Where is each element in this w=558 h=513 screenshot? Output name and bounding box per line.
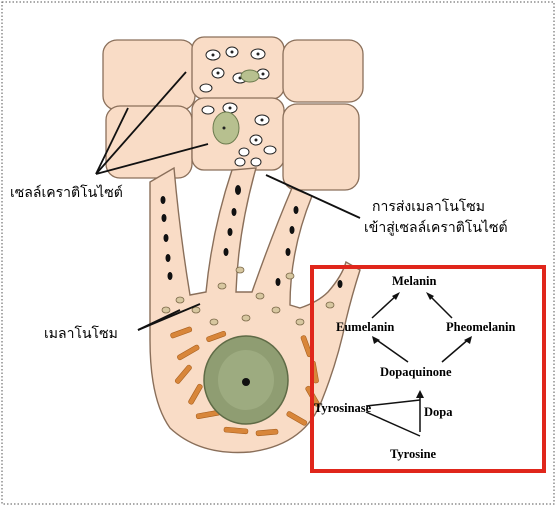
pathway-pheomelanin: Pheomelanin	[446, 321, 515, 334]
pathway-dopaquinone: Dopaquinone	[380, 366, 452, 379]
keratinocyte-cell	[103, 40, 195, 110]
arrow-heads	[372, 292, 472, 398]
pathway-eumelanin: Eumelanin	[336, 321, 394, 334]
dendrite-melanosomes	[161, 185, 343, 288]
pathway-melanin: Melanin	[392, 275, 436, 288]
pathway-tyrosinase: Tyrosinase	[314, 402, 371, 415]
keratinocyte-cells	[103, 37, 363, 190]
keratinocyte-nucleus	[213, 112, 239, 144]
label-keratinocyte: เซลล์เคราติโนไซต์	[10, 185, 123, 202]
label-melanosome: เมลาโนโซม	[44, 326, 118, 343]
keratinocyte-nucleus	[241, 70, 259, 82]
pathway-dopa: Dopa	[424, 406, 452, 419]
label-transfer-line1: การส่งเมลาโนโซม	[372, 199, 485, 216]
nucleolus	[242, 378, 250, 386]
keratinocyte-cell	[283, 40, 363, 102]
pathway-tyrosine: Tyrosine	[390, 448, 436, 461]
keratinocyte-cell	[283, 104, 359, 190]
label-transfer-line2: เข้าสู่เซลล์เคราติโนไซต์	[364, 220, 508, 237]
